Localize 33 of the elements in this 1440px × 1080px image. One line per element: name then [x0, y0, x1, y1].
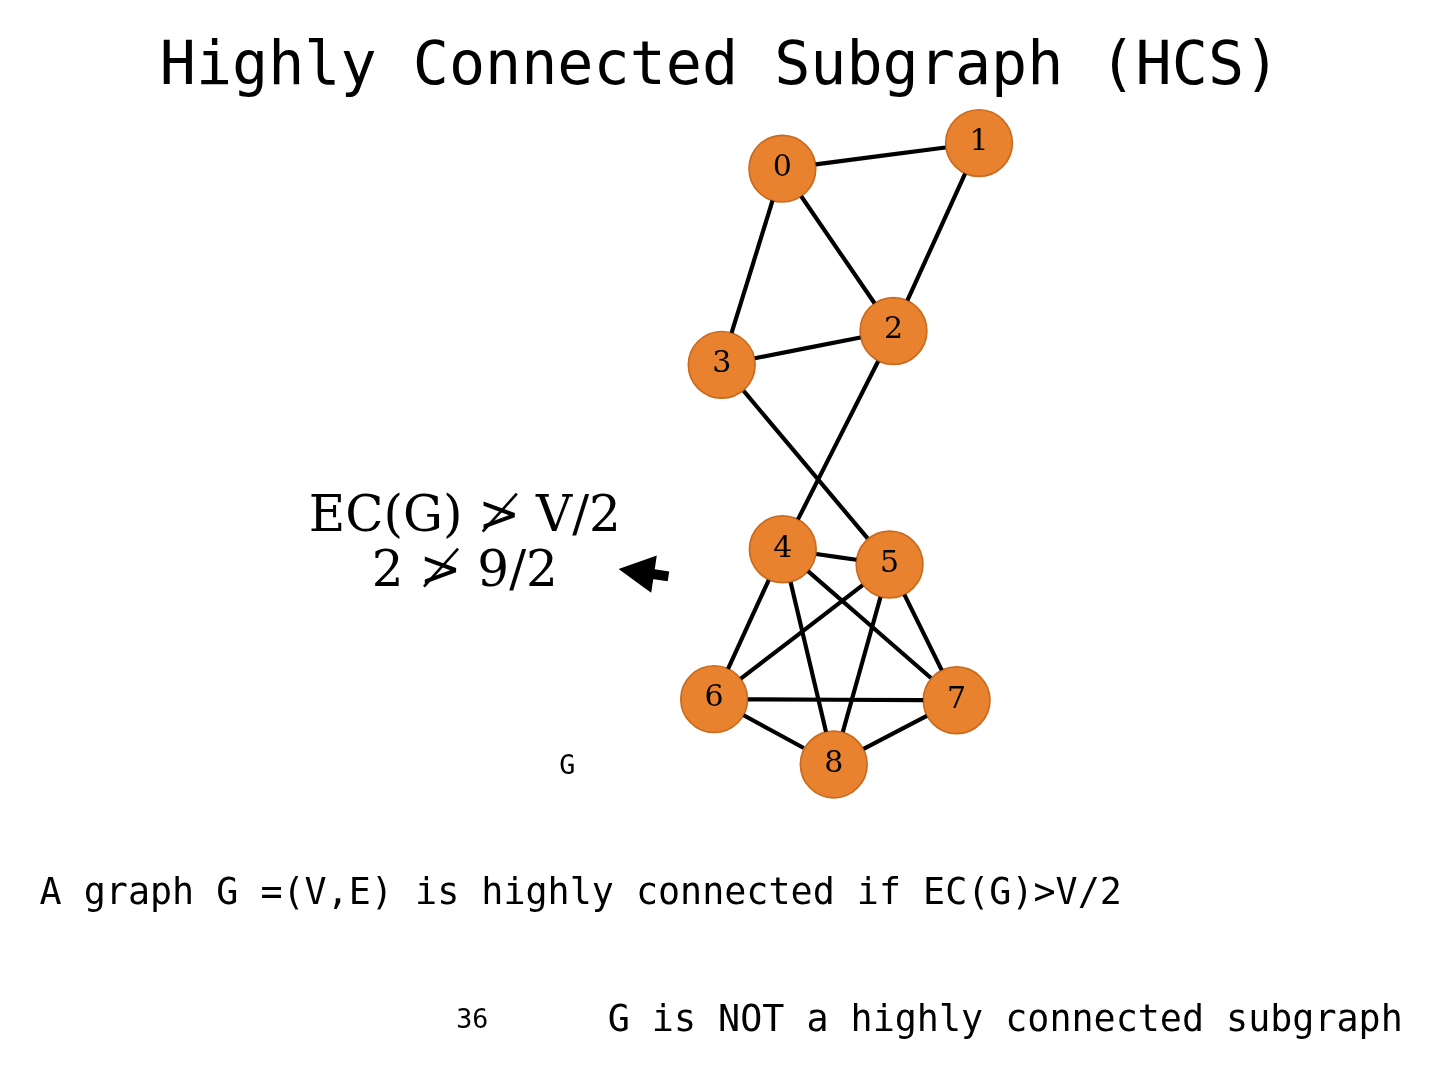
connector: [726, 578, 771, 670]
node-circle: 2: [859, 296, 928, 365]
connector: [742, 712, 805, 750]
connector: [840, 596, 883, 732]
node-circle: 7: [922, 665, 991, 734]
label: 36: [456, 1002, 489, 1034]
label: G: [559, 748, 576, 780]
connector: [729, 199, 775, 333]
node-circle: 8: [799, 729, 868, 799]
connector: [788, 581, 829, 732]
connector: [816, 551, 857, 562]
node-circle: 5: [855, 529, 924, 599]
node-circle: 4: [748, 514, 817, 583]
node-circle: 3: [687, 330, 756, 399]
label: A graph G =(V,E) is highly connected if EC(G)>V/2: [39, 869, 1122, 913]
connector: [796, 359, 880, 520]
connector: [747, 696, 924, 702]
node-circle: 6: [679, 664, 749, 733]
node-text: EC(G) ≯ V/2 2 ≯ 9/2: [308, 484, 621, 598]
diagram-title: Highly Connected Subgraph (HCS): [159, 27, 1281, 98]
connector: [815, 144, 946, 166]
connector: [902, 593, 944, 671]
arrow: [618, 555, 670, 593]
connector: [799, 194, 877, 304]
node-circle: 0: [748, 133, 817, 203]
connector: [862, 713, 928, 751]
connector: [742, 389, 870, 540]
label: G is NOT a highly connected subgraph: [607, 996, 1403, 1040]
connector: [739, 583, 864, 680]
connector: [905, 172, 967, 301]
node-circle: 1: [944, 108, 1014, 177]
connector: [754, 334, 861, 360]
connector: [806, 569, 933, 680]
